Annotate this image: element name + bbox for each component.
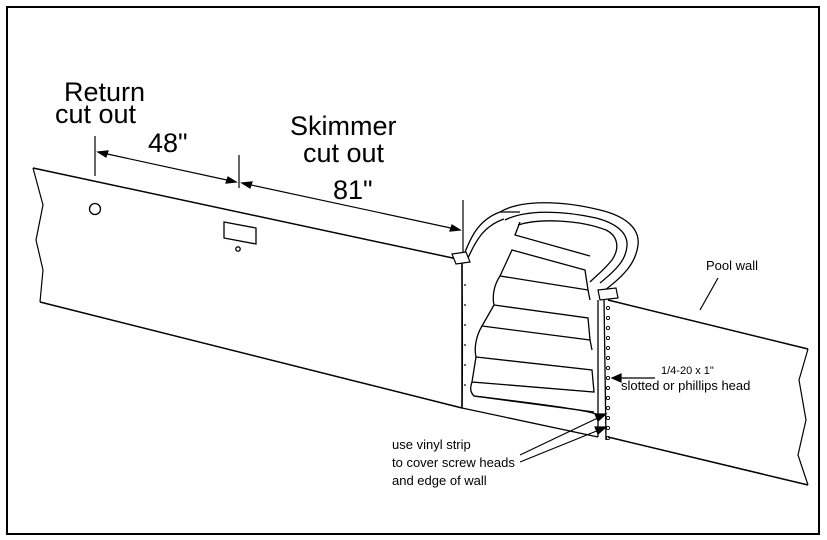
dimension-81-label: 81" [333, 175, 373, 205]
dimension-48-label: 48" [148, 128, 188, 158]
vinyl-note-line3: and edge of wall [392, 473, 487, 488]
skimmer-label-line2: cut out [303, 138, 385, 168]
screw-spec-line1: 1/4-20 x 1" [661, 365, 714, 377]
return-label-line1: Return [64, 77, 146, 107]
screw-holes-left [464, 284, 466, 386]
screw-spec-line2: slotted or phillips head [621, 378, 751, 393]
return-label-line2: cut out [55, 99, 137, 129]
vinyl-note-line1: use vinyl strip [392, 437, 471, 452]
skimmer-cutout [223, 221, 257, 252]
step-unit [461, 202, 639, 441]
top-brackets [451, 251, 619, 301]
return-hole [88, 202, 102, 216]
leader-lines [519, 277, 719, 463]
dimension-lines [94, 136, 464, 256]
right-wall-panel [607, 299, 809, 486]
skimmer-label-line1: Skimmer [290, 111, 397, 141]
pool-wall-label: Pool wall [706, 258, 759, 273]
vinyl-note-line2: to cover screw heads [392, 455, 515, 470]
screw-holes [605, 305, 611, 441]
frame-border [6, 6, 820, 535]
